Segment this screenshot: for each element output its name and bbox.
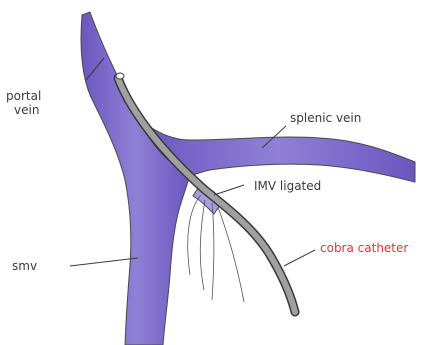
splenic-vein-label: splenic vein [290, 111, 361, 125]
portal-vein-label-line2: vein [14, 103, 39, 117]
smv-label: smv [12, 259, 37, 273]
imv-leader [214, 185, 244, 195]
imv-ligated-label: IMV ligated [254, 179, 321, 193]
portal-vein-label-line1: portal [6, 89, 41, 103]
smv-leader [70, 258, 138, 266]
cobra-catheter-label: cobra catheter [320, 241, 408, 255]
portal-smv-vessel [81, 12, 190, 345]
catheter-leader [284, 250, 315, 266]
catheter-tip [116, 73, 124, 79]
